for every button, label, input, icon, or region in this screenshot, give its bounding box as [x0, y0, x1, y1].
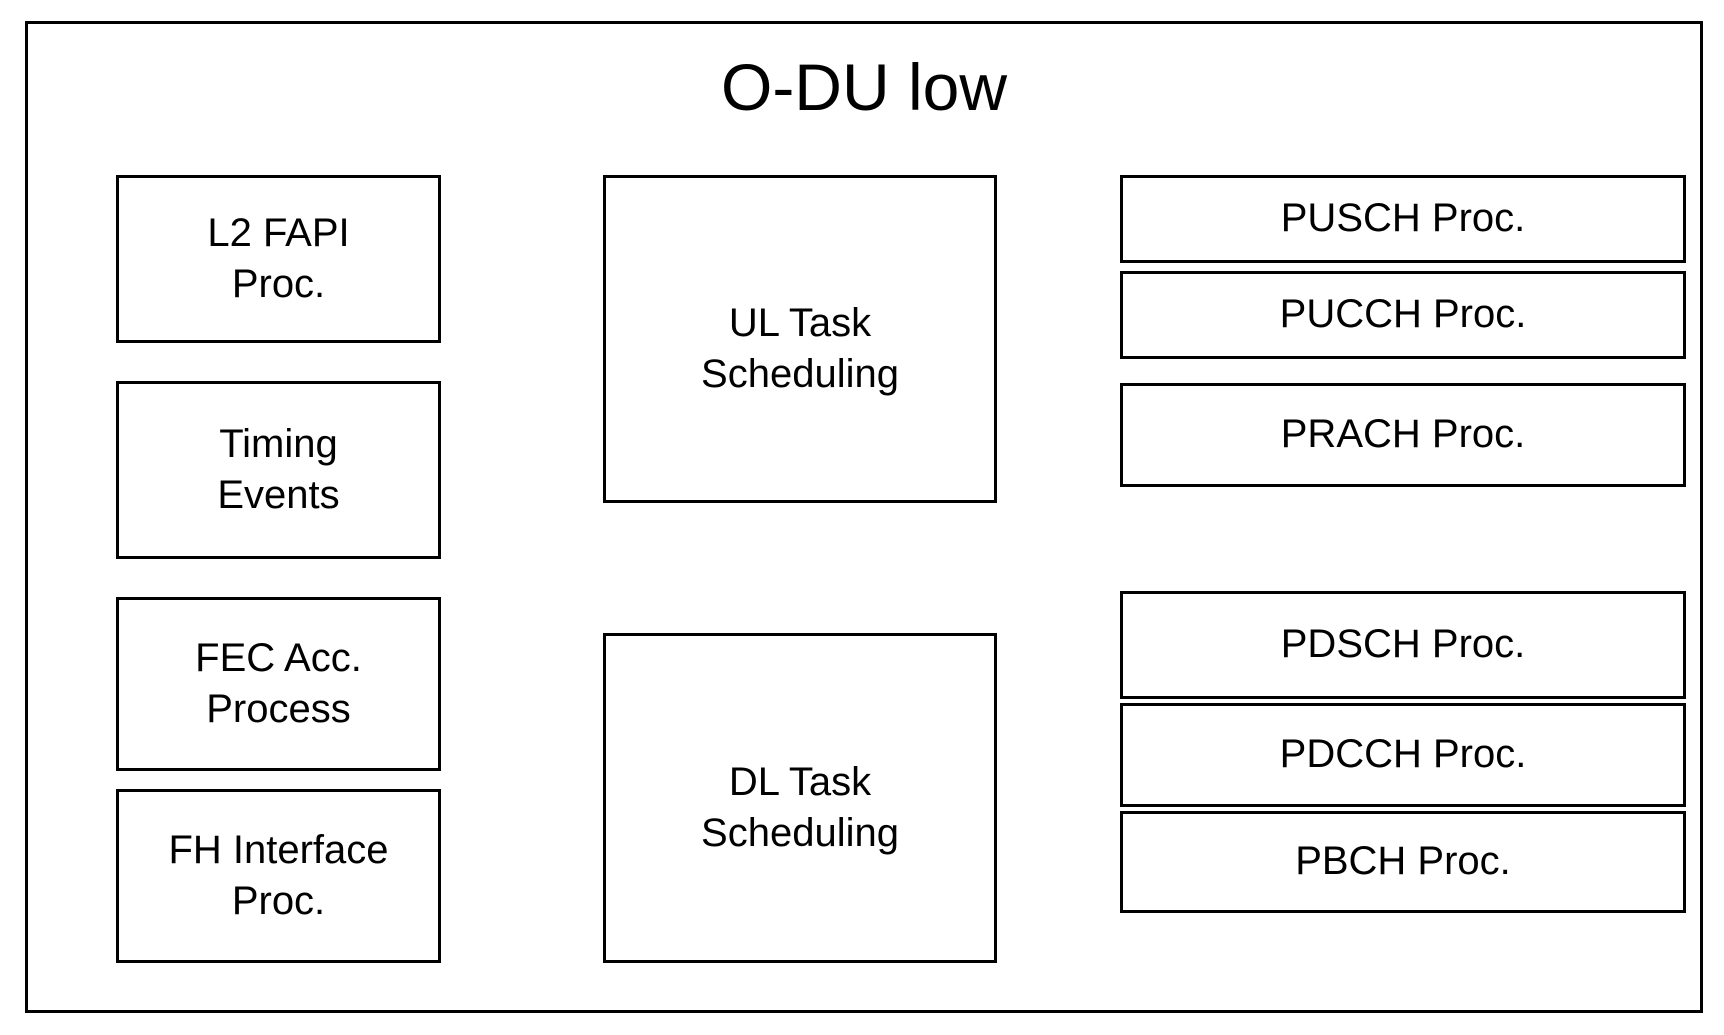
box-pusch-proc[interactable]: PUSCH Proc.	[1120, 175, 1686, 263]
box-l2-fapi-proc-label: L2 FAPI Proc.	[207, 210, 350, 306]
box-pucch-proc[interactable]: PUCCH Proc.	[1120, 271, 1686, 359]
box-pdsch-proc-label: PDSCH Proc.	[1280, 622, 1526, 667]
box-pucch-proc-label: PUCCH Proc.	[1279, 292, 1527, 337]
box-prach-proc[interactable]: PRACH Proc.	[1120, 383, 1686, 487]
box-l2-fapi-proc[interactable]: L2 FAPI Proc.	[116, 175, 441, 343]
box-timing-events[interactable]: Timing Events	[116, 381, 441, 559]
box-pbch-proc[interactable]: PBCH Proc.	[1120, 811, 1686, 913]
box-dl-task-scheduling[interactable]: DL Task Scheduling	[603, 633, 997, 963]
o-du-low-container: O-DU low L2 FAPI Proc. Timing Events FEC…	[25, 21, 1703, 1013]
diagram-title: O-DU low	[720, 50, 1007, 124]
box-ul-task-scheduling[interactable]: UL Task Scheduling	[603, 175, 997, 503]
box-fh-interface-proc-label: FH Interface Proc.	[168, 827, 389, 923]
box-fh-interface-proc[interactable]: FH Interface Proc.	[116, 789, 441, 963]
box-fec-acc-process-label: FEC Acc. Process	[195, 635, 362, 731]
box-pusch-proc-label: PUSCH Proc.	[1280, 196, 1526, 241]
box-ul-task-scheduling-label: UL Task Scheduling	[701, 300, 899, 396]
box-fec-acc-process[interactable]: FEC Acc. Process	[116, 597, 441, 771]
box-dl-task-scheduling-label: DL Task Scheduling	[701, 759, 899, 855]
box-timing-events-label: Timing Events	[217, 421, 340, 517]
box-pdsch-proc[interactable]: PDSCH Proc.	[1120, 591, 1686, 699]
box-pbch-proc-label: PBCH Proc.	[1295, 839, 1511, 884]
box-prach-proc-label: PRACH Proc.	[1280, 412, 1526, 457]
box-pdcch-proc-label: PDCCH Proc.	[1279, 732, 1527, 777]
box-pdcch-proc[interactable]: PDCCH Proc.	[1120, 703, 1686, 807]
